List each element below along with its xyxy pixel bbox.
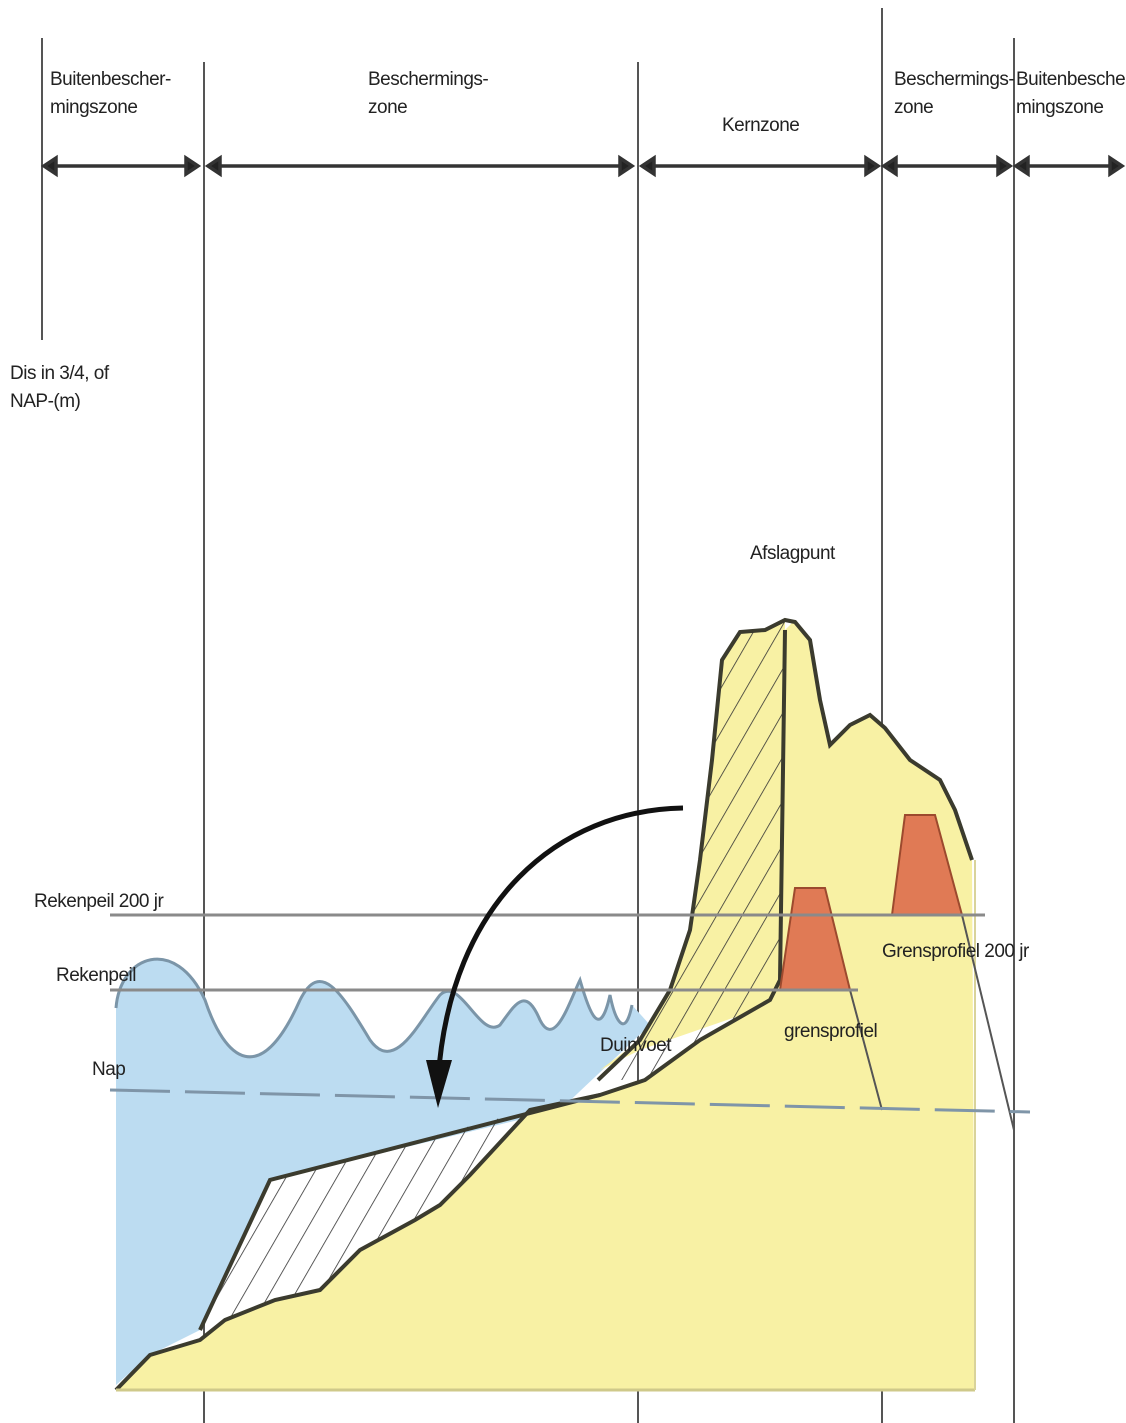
eroded-dune-hatch xyxy=(598,620,785,1080)
nap-label: Nap xyxy=(92,1059,126,1080)
rekenpeil-label: Rekenpeil xyxy=(56,965,137,986)
duinvoet-label: Duinvoet xyxy=(600,1035,672,1056)
dune-outline xyxy=(114,629,787,1392)
zone-label-protection-right: Beschermings- zone xyxy=(894,69,1015,118)
dune-body xyxy=(116,620,975,1390)
zone-label-outer-left: Buitenbescher- mingszone xyxy=(50,69,171,118)
deposit-hatch xyxy=(200,1110,530,1330)
nap-line xyxy=(109,1088,1031,1114)
grensprofiel-200y-label: Grensprofiel 200 jr xyxy=(882,941,1029,962)
rekenpeil-200y-label: Rekenpeil 200 jr xyxy=(34,891,164,912)
zone-arrows xyxy=(40,154,1126,178)
erosion-profile-line xyxy=(198,1093,601,1331)
afslagpunt-label: Afslagpunt xyxy=(750,543,835,564)
zone-label-outer-right: Buitenbescher- mingszone xyxy=(1016,69,1126,118)
dune-outline-top xyxy=(596,617,974,1082)
erosion-arrow xyxy=(435,805,684,1081)
zone-label-protection-left: Beschermings- zone xyxy=(368,69,489,118)
zone-label-core: Kernzone xyxy=(722,115,800,136)
axis-note: Dis in 3/4, of NAP-(m) xyxy=(10,363,109,412)
erosion-arrow-head xyxy=(426,1060,452,1108)
grensprofiel-label: grensprofiel xyxy=(784,1021,878,1042)
sea-area xyxy=(116,959,650,1385)
sea-surface-wave xyxy=(114,957,634,1059)
